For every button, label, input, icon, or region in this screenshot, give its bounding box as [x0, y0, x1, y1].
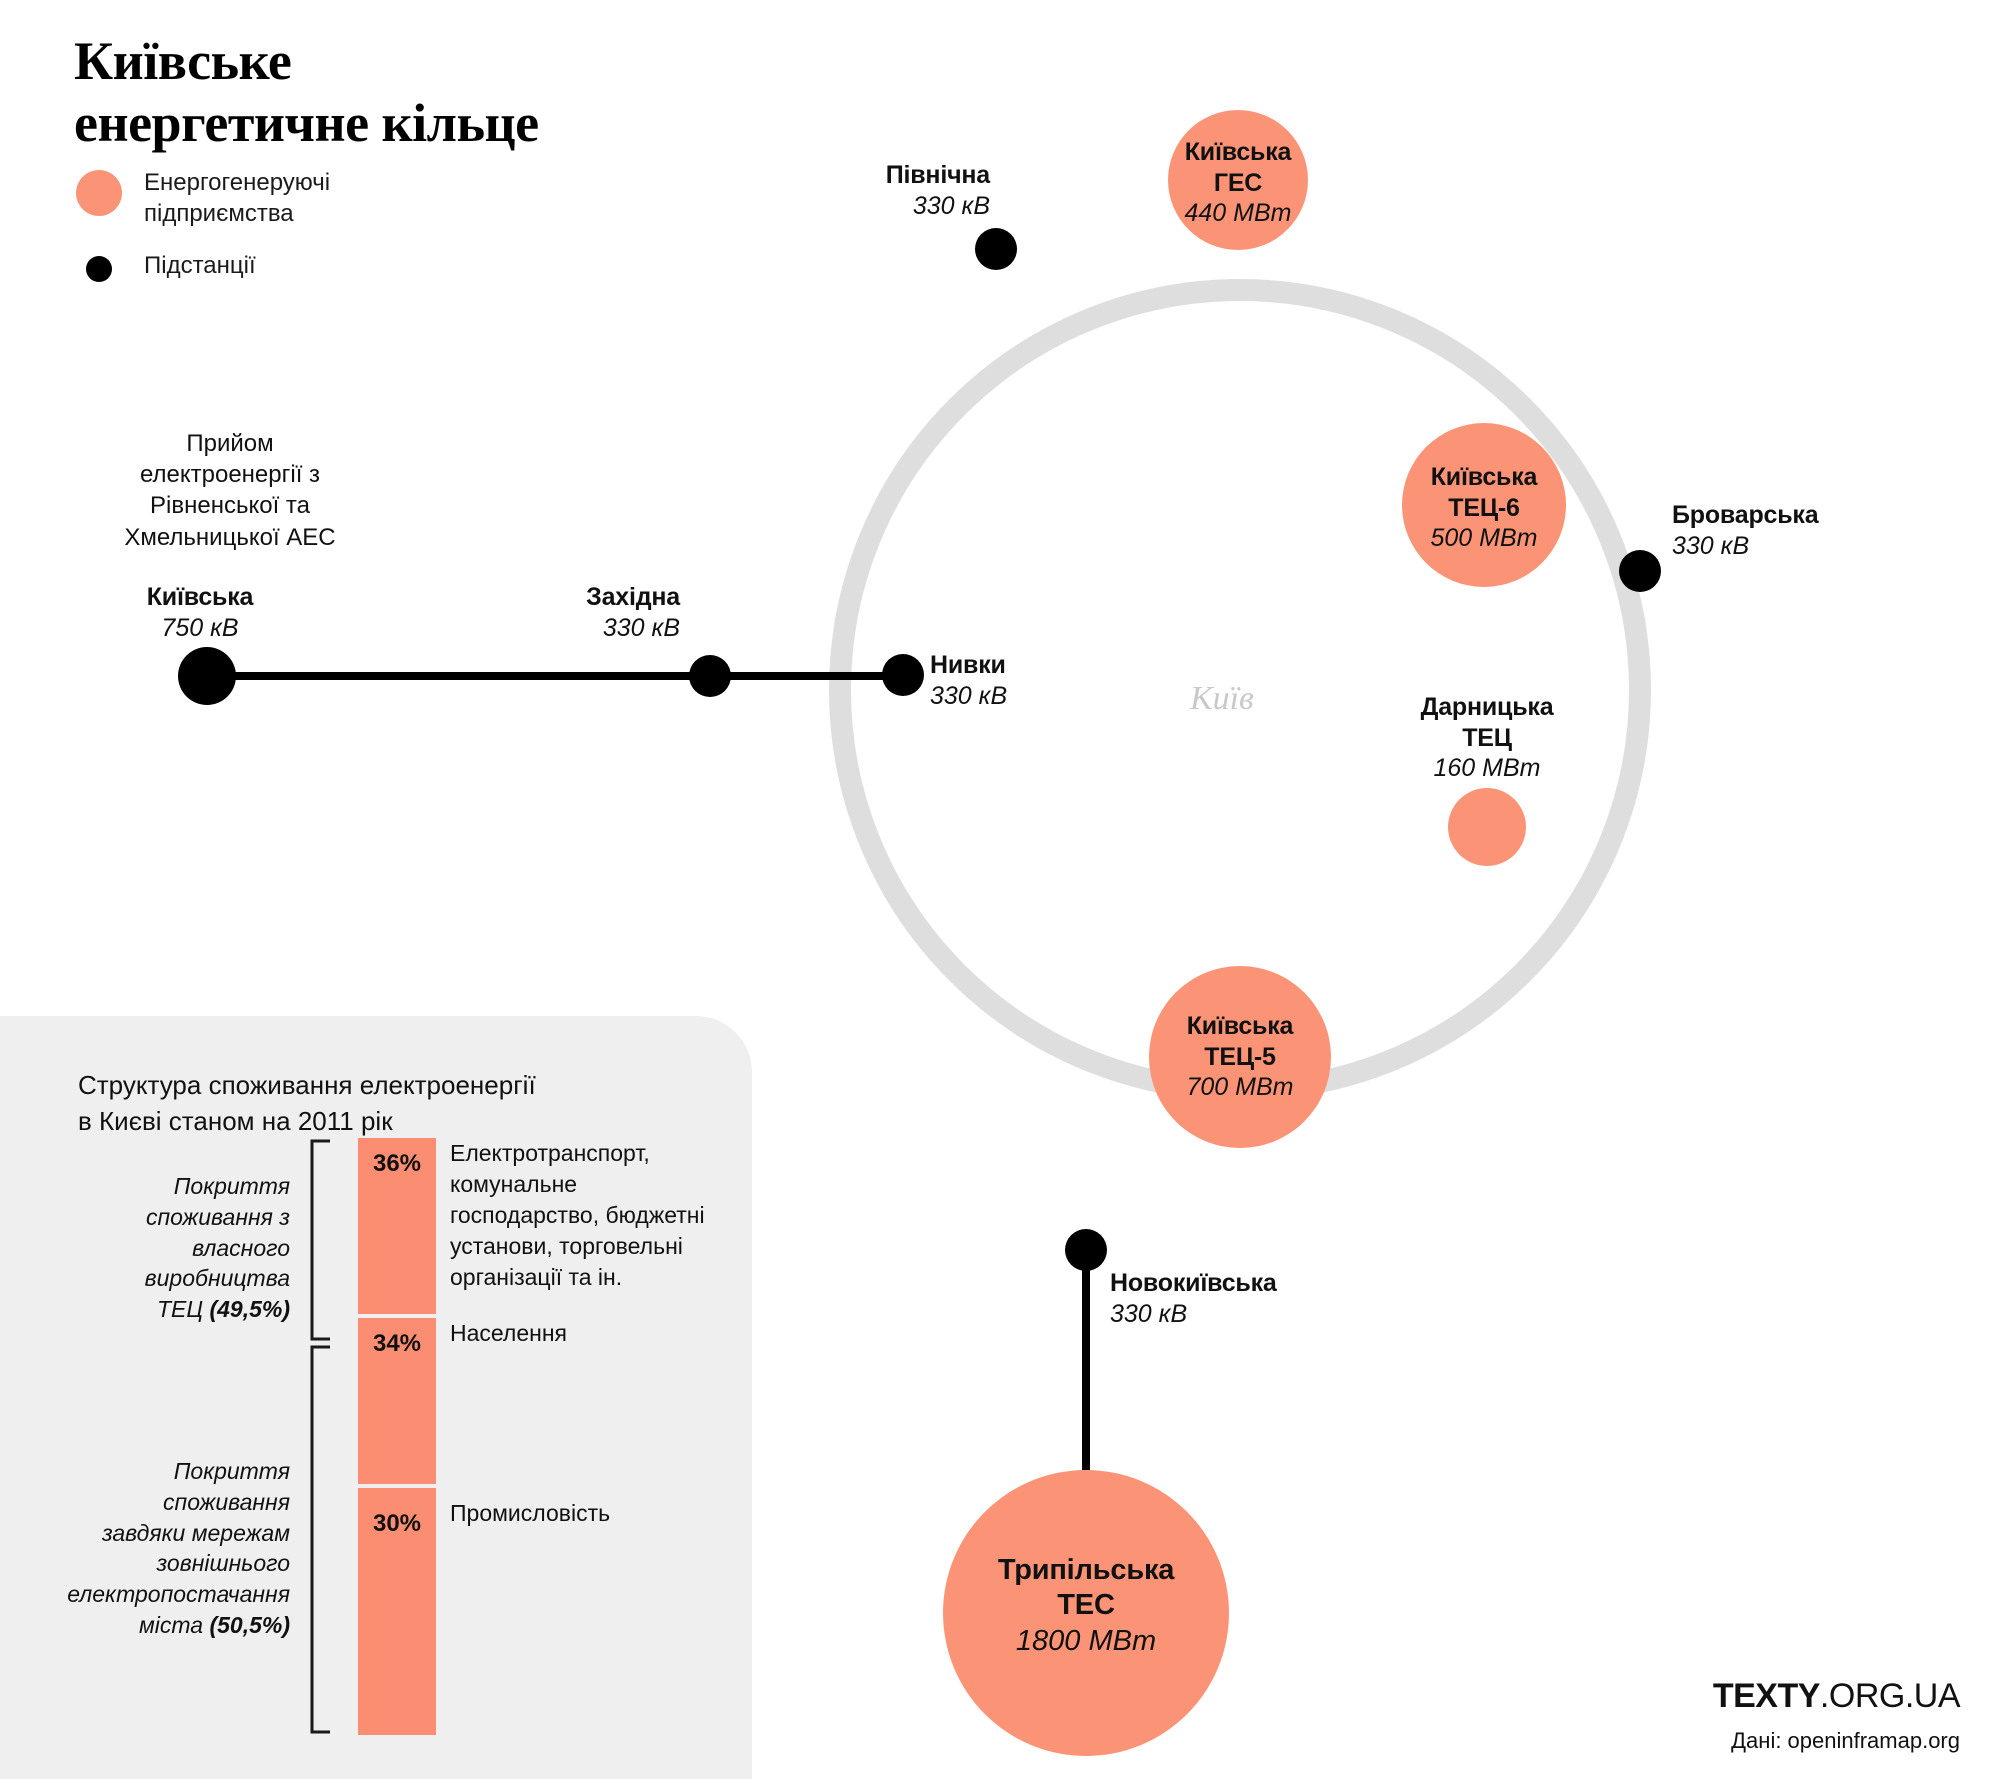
legend-item-label: Підстанції — [144, 252, 256, 280]
substation-voltage: 330 кВ — [930, 682, 1008, 711]
substation-label-pivnichna: Північна 330 кВ — [560, 160, 990, 222]
bracket-lines — [310, 1139, 330, 1734]
substation-voltage: 330 кВ — [602, 614, 680, 643]
substation-label-novokyivska: Новокиївська 330 кВ — [1110, 1268, 1470, 1330]
consumption-chart: Покриття споживання з власного виробницт… — [0, 1016, 752, 1779]
bar-segment-description-population: Населення — [450, 1320, 567, 1346]
bar-segment-description-transport-utilities: Електротранспорт, комунальне господарств… — [450, 1140, 705, 1291]
orange-circle-icon — [76, 170, 122, 216]
legend: Енергогенеруючі підприємства Підстанції — [76, 168, 330, 304]
substation-name: Західна — [586, 583, 680, 611]
bracket-upper — [310, 1139, 330, 1341]
bar-segment-industry: 30% — [358, 1488, 436, 1735]
legend-item-generators: Енергогенеруючі підприємства — [76, 168, 330, 229]
bar-segment-value: 36% — [372, 1150, 422, 1177]
bracket-label-external-supply: Покриття споживання завдяки мережам зовн… — [67, 1458, 290, 1639]
substation-node-nyvky — [882, 654, 924, 696]
substation-name: Північна — [885, 161, 990, 189]
plant-bubble-kyivska-tec5 — [1149, 966, 1331, 1148]
texty-logo-bold: TEXTY — [1712, 1677, 1821, 1715]
substation-label-nyvky: Нивки 330 кВ — [930, 650, 1190, 712]
page-title: Київське енергетичне кільце — [74, 31, 539, 154]
legend-item-label: Енергогенеруючі підприємства — [144, 169, 331, 227]
substation-voltage: 750 кВ — [161, 613, 239, 642]
substation-name: Броварська — [1672, 501, 1819, 529]
bar-segment-value: 34% — [372, 1330, 422, 1357]
intake-note: Прийом електроенергії з Рівненської та Х… — [124, 430, 336, 551]
substation-name: Нивки — [930, 651, 1006, 679]
bar-segment-transport-utilities: 36% — [358, 1138, 436, 1314]
legend-item-substations: Підстанції — [76, 251, 330, 283]
bar-segment-population: 34% — [358, 1318, 436, 1484]
substation-label-kyivska-750: Київська 750 кВ — [60, 582, 340, 643]
substation-label-zakhidna: Західна 330 кВ — [360, 582, 680, 644]
panel-title: Структура споживання електроенергії в Ки… — [78, 1070, 536, 1136]
substation-voltage: 330 кВ — [1110, 1300, 1188, 1329]
plant-bubble-darnytska-tec — [1448, 788, 1526, 866]
substation-name: Новокиївська — [1110, 1269, 1277, 1297]
substation-node-novokyivska — [1065, 1229, 1107, 1271]
plant-bubble-kyivska-tec6 — [1402, 423, 1566, 587]
texty-logo[interactable]: TEXTY.ORG.UA — [1712, 1677, 1961, 1716]
bracket-label-own-generation: Покриття споживання з власного виробницт… — [144, 1173, 290, 1323]
substation-node-zakhidna — [689, 655, 731, 697]
texty-logo-domain: .ORG.UA — [1819, 1677, 1961, 1715]
bar-segment-value: 30% — [372, 1510, 422, 1537]
city-label-kyiv: Київ — [1190, 680, 1254, 717]
consumption-panel: Структура споживання електроенергії в Ки… — [0, 1016, 752, 1779]
bracket-lower — [310, 1345, 330, 1734]
bar-segment-description-industry: Промисловість — [450, 1500, 611, 1526]
substation-name: Київська — [146, 583, 254, 611]
substation-node-brovarska — [1619, 550, 1661, 592]
substation-node-kyivska-750 — [178, 647, 236, 705]
data-source: Дані: openinframap.org — [1731, 1728, 1960, 1753]
substation-node-pivnichna — [975, 228, 1017, 270]
black-dot-icon — [86, 256, 112, 283]
substation-voltage: 330 кВ — [912, 192, 990, 221]
brand-block: TEXTY.ORG.UA Дані: openinframap.org — [1712, 1677, 1961, 1754]
substation-voltage: 330 кВ — [1672, 532, 1750, 561]
plant-bubble-trypilska-tes — [943, 1470, 1229, 1756]
plant-bubble-kyivska-hes — [1168, 110, 1308, 250]
substation-label-brovarska: Броварська 330 кВ — [1672, 500, 1982, 562]
